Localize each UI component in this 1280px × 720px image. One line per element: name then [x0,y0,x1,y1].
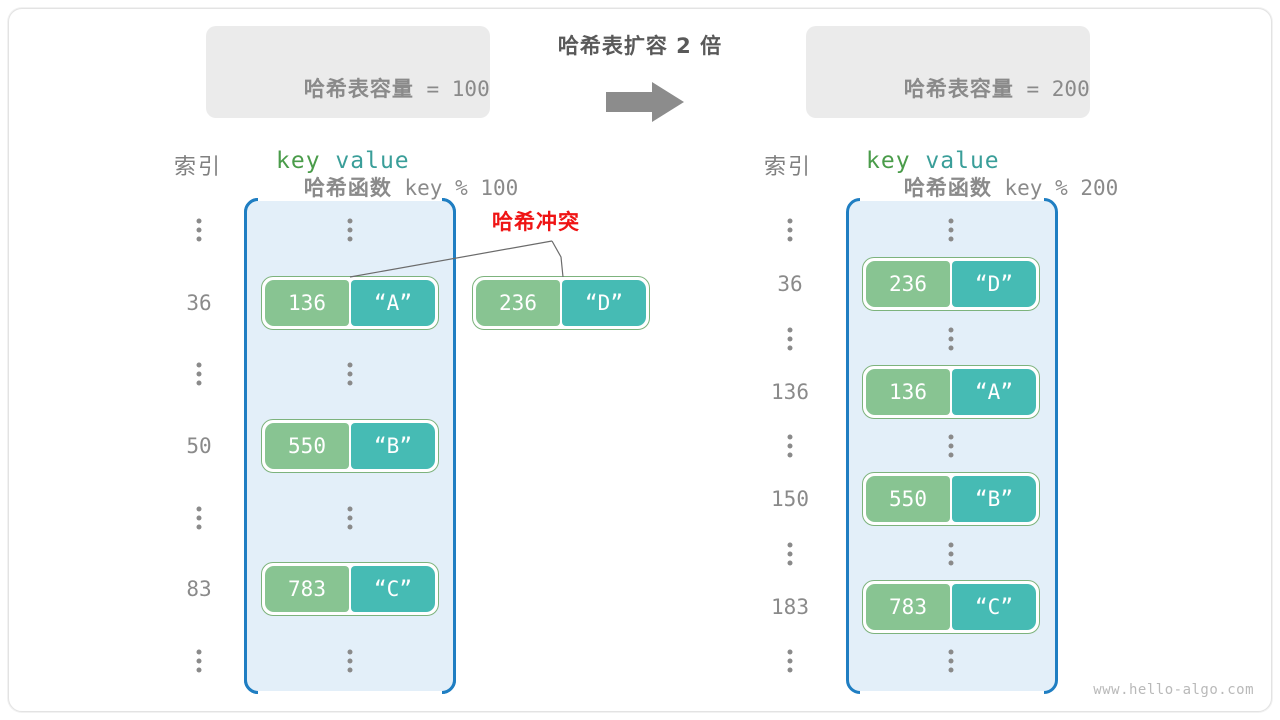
left-index-dots-3 [196,649,202,673]
right-index-dots-2 [787,434,793,458]
right-hashfn-value: key % 200 [991,176,1119,200]
left-pair-550-key: 550 [265,423,349,469]
right-index-dots-0 [787,218,793,242]
right-pair-236-value: “D” [952,261,1036,307]
right-pair-783-value: “C” [952,584,1036,630]
left-hashfn-value: key % 100 [391,176,519,200]
collision-label: 哈希冲突 [492,210,580,234]
right-pair-236: 236 “D” [862,257,1040,311]
right-index-150: 150 [771,487,809,511]
left-pair-550-value: “B” [351,423,435,469]
colliding-pair-236-key: 236 [476,280,560,326]
right-index-36: 36 [777,272,803,296]
left-pair-136: 136 “A” [261,276,439,330]
right-capacity-label: 哈希表容量 [903,77,1014,101]
left-kv-header: key value [276,148,410,174]
right-hashfn-line: 哈希函数 key % 200 [828,139,1118,238]
left-capacity-line: 哈希表容量 = 100 [228,40,490,139]
right-index-dots-4 [787,649,793,673]
right-capacity-line: 哈希表容量 = 200 [828,40,1090,139]
right-pair-550-value: “B” [952,476,1036,522]
right-value-header: value [925,148,1000,174]
right-pair-783: 783 “C” [862,580,1040,634]
right-pair-236-key: 236 [866,261,950,307]
right-cell-dots-4 [948,649,954,673]
right-index-183: 183 [771,595,809,619]
right-kv-header: key value [866,148,1000,174]
right-hashfn-label: 哈希函数 [903,176,992,200]
left-value-header: value [335,148,410,174]
left-capacity-value: = 100 [413,77,490,101]
right-pair-783-key: 783 [866,584,950,630]
left-index-36: 36 [186,291,212,315]
left-index-50: 50 [186,434,212,458]
right-cell-dots-1 [948,327,954,351]
watermark: www.hello-algo.com [1093,682,1254,698]
right-cell-dots-3 [948,542,954,566]
right-pair-136-key: 136 [866,369,950,415]
left-key-header: key [276,148,321,174]
left-cell-dots-2 [347,506,353,530]
right-capacity-value: = 200 [1013,77,1090,101]
left-cell-dots-1 [347,362,353,386]
right-pair-136: 136 “A” [862,365,1040,419]
right-pair-550-key: 550 [866,476,950,522]
arrow-right-icon [600,78,690,126]
left-pair-783-key: 783 [265,566,349,612]
right-pair-136-value: “A” [952,369,1036,415]
left-index-dots-2 [196,506,202,530]
left-pair-136-key: 136 [265,280,349,326]
right-cell-dots-2 [948,434,954,458]
left-pair-550: 550 “B” [261,419,439,473]
left-index-dots-0 [196,218,202,242]
left-cell-dots-3 [347,649,353,673]
left-cell-dots-0 [347,218,353,242]
left-hash-table-info: 哈希表容量 = 100 哈希函数 key % 100 [206,26,518,200]
outer-frame [8,8,1272,712]
left-pair-136-value: “A” [351,280,435,326]
right-cell-dots-0 [948,218,954,242]
left-pair-783-value: “C” [351,566,435,612]
left-hashfn-line: 哈希函数 key % 100 [228,139,518,238]
colliding-pair-236-value: “D” [562,280,646,326]
colliding-pair-236: 236 “D” [472,276,650,330]
expand-title: 哈希表扩容 2 倍 [557,34,723,58]
left-index-header: 索引 [174,155,223,180]
right-key-header: key [866,148,911,174]
right-pair-550: 550 “B” [862,472,1040,526]
right-index-136: 136 [771,380,809,404]
right-index-dots-3 [787,542,793,566]
right-index-dots-1 [787,327,793,351]
left-hashfn-label: 哈希函数 [303,176,392,200]
right-index-header: 索引 [764,155,813,180]
left-index-83: 83 [186,577,212,601]
left-pair-783: 783 “C” [261,562,439,616]
right-hash-table-info: 哈希表容量 = 200 哈希函数 key % 200 [806,26,1118,200]
left-capacity-label: 哈希表容量 [303,77,414,101]
left-index-dots-1 [196,362,202,386]
